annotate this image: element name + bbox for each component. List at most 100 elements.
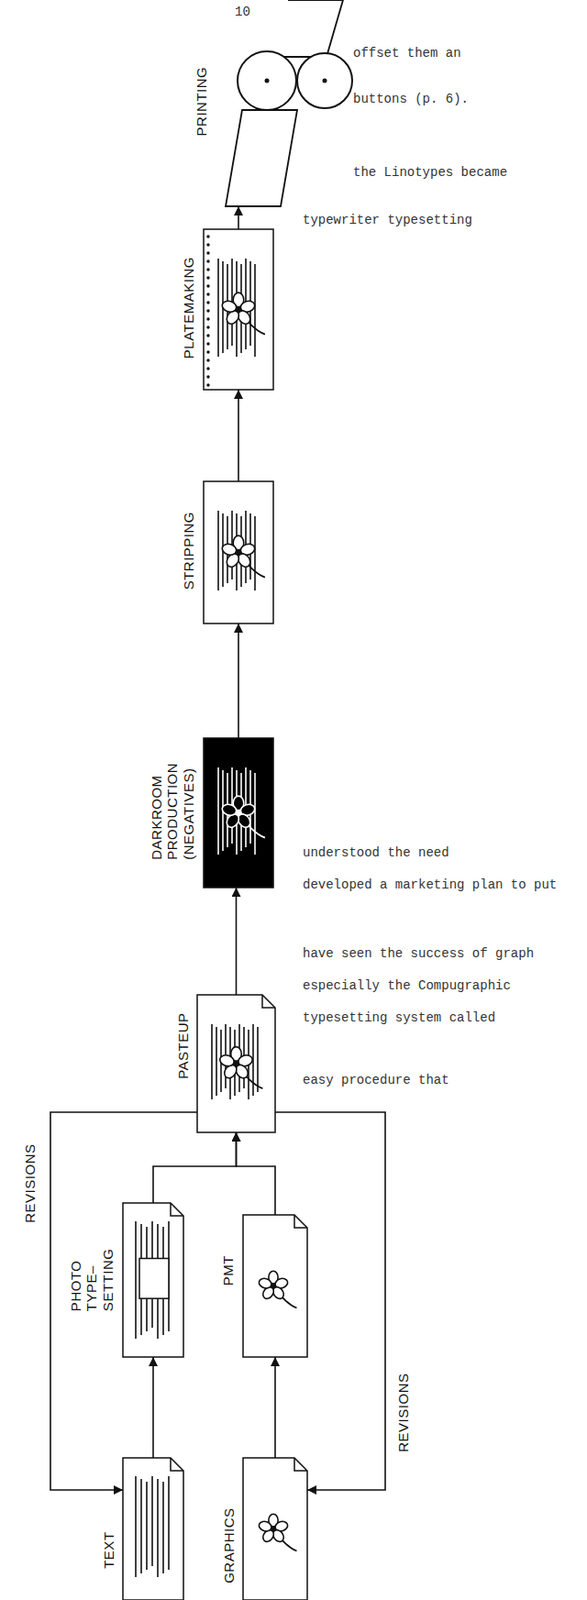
paper-sheet	[271, 0, 344, 57]
print-art	[216, 0, 345, 207]
text-line	[254, 516, 256, 591]
register-dot	[206, 333, 210, 337]
register-dot	[206, 259, 210, 263]
text-line	[210, 1024, 213, 1100]
text-line	[134, 1476, 137, 1578]
text-line	[254, 264, 256, 357]
stage-label: GRAPHICS	[220, 1507, 236, 1584]
page-outline	[197, 995, 276, 1133]
sheet-outline	[203, 229, 274, 390]
sheet-outline	[203, 738, 274, 888]
graphics-page: GRAPHICS	[243, 1458, 308, 1600]
flow-arrow	[274, 1357, 277, 1459]
register-dot	[206, 358, 210, 362]
stage-label: TEXT	[99, 1531, 116, 1569]
flower-figure	[221, 796, 266, 839]
page-number: 10	[234, 4, 251, 20]
stage-label: PHOTO TYPE– SETTING	[67, 1249, 116, 1313]
flow-arrow	[50, 1112, 198, 1491]
roller-axle	[265, 78, 270, 84]
paste-art	[197, 995, 276, 1133]
body-text-fragment: typewriter typesetting	[302, 212, 473, 228]
body-text-fragment: easy procedure that	[302, 1073, 450, 1088]
typesetting-page: PHOTO TYPE– SETTING	[122, 1203, 184, 1358]
body-text-fragment: especially the Compugraphic	[302, 978, 511, 994]
page-fold	[294, 1458, 308, 1472]
text-line	[215, 1027, 218, 1097]
text-art	[122, 1458, 184, 1600]
body-text-fragment: developed a marketing plan to put	[302, 877, 557, 893]
pmt-page: PMT	[243, 1215, 308, 1358]
page-outline	[243, 1458, 308, 1600]
text-line	[254, 773, 256, 855]
page-fold	[262, 995, 276, 1008]
edge-label: REVISIONS	[395, 1370, 411, 1455]
sheet-outline	[203, 481, 274, 624]
register-dot	[206, 234, 210, 238]
graphic-art	[243, 1458, 308, 1600]
stage-label: PASTEUP	[174, 1012, 190, 1079]
body-text-fragment: buttons (p. 6).	[353, 91, 469, 107]
page-outline	[122, 1203, 184, 1358]
flow-arrow	[236, 1132, 277, 1216]
flower-figure	[218, 1047, 263, 1090]
body-text-fragment: offset them an	[353, 45, 462, 61]
page-outline	[243, 1215, 308, 1358]
register-dot	[206, 300, 210, 304]
text-line	[217, 767, 220, 855]
printing-plate: PLATEMAKING	[203, 229, 274, 390]
flower-figure	[257, 1514, 297, 1551]
register-dot	[206, 243, 210, 246]
text-line	[156, 1479, 159, 1578]
flow-arrow	[237, 623, 240, 739]
flow-arrow	[152, 1357, 155, 1459]
page-fold	[170, 1458, 184, 1472]
register-dot	[206, 251, 210, 255]
register-dot	[206, 366, 210, 370]
text-line	[162, 1482, 165, 1574]
flower-figure	[221, 535, 266, 578]
flow-arrow	[237, 389, 240, 482]
register-dot	[206, 375, 210, 378]
flow-arrow	[235, 887, 238, 996]
register-dot	[206, 350, 210, 354]
text-line	[167, 1476, 170, 1571]
register-dot	[206, 342, 210, 345]
press-roller	[237, 51, 297, 111]
text-line	[134, 1221, 137, 1340]
stage-label: PRINTING	[193, 66, 210, 136]
strip-art	[203, 481, 274, 624]
roller-axle	[322, 78, 328, 84]
register-dot	[206, 309, 210, 312]
page-fold	[294, 1215, 308, 1229]
body-text-fragment: the Linotypes became	[353, 165, 508, 180]
text-line	[217, 258, 220, 357]
stage-label: PMT	[220, 1255, 236, 1286]
flower-figure	[221, 292, 266, 335]
edge-label: REVISIONS	[22, 1140, 38, 1226]
register-dot	[206, 317, 210, 321]
page-outline	[122, 1458, 184, 1600]
pasteup-page: PASTEUP	[197, 995, 276, 1133]
stage-label: DARKROOM PRODUCTION (NEGATIVES)	[148, 763, 197, 861]
stripping-sheet: STRIPPING	[203, 481, 274, 624]
register-dot	[206, 383, 210, 387]
text-line	[151, 1476, 154, 1567]
register-dot	[206, 325, 210, 329]
register-dot	[206, 267, 210, 271]
body-text-fragment: understood the need	[302, 845, 450, 861]
text-line	[256, 1027, 259, 1093]
photo-window	[139, 1258, 169, 1299]
dark-art	[203, 738, 274, 888]
register-dot	[206, 292, 210, 296]
negative-sheet: DARKROOM PRODUCTION (NEGATIVES)	[203, 738, 274, 888]
graphic-art	[243, 1215, 308, 1358]
paper-sheet	[225, 110, 298, 207]
plate-art	[203, 229, 274, 390]
register-dot	[206, 276, 210, 279]
body-text-fragment: typesetting system called	[302, 1010, 496, 1026]
text-page: TEXT	[122, 1458, 184, 1600]
stage-label: PLATEMAKING	[180, 256, 197, 359]
text-line	[145, 1482, 148, 1571]
